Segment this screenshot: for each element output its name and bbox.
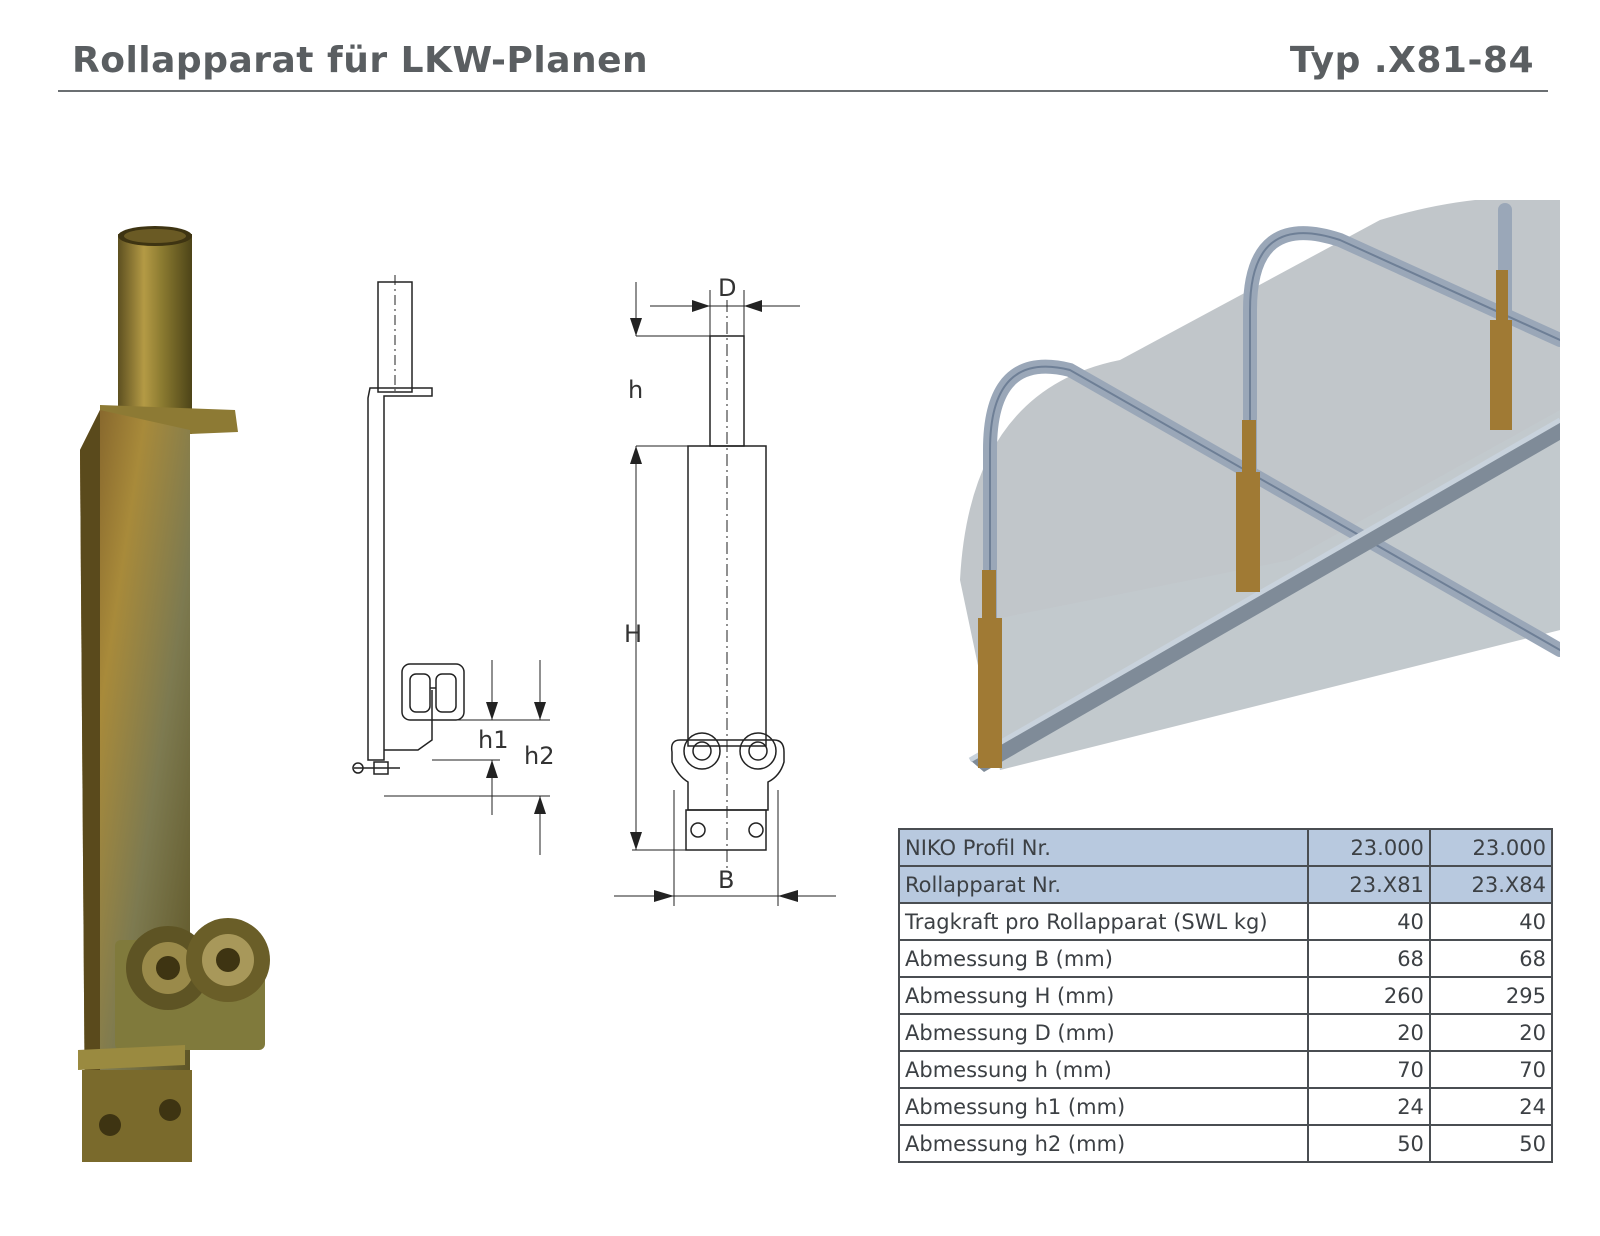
row-label: NIKO Profil Nr. [898,828,1309,867]
row-label: Abmessung h (mm) [898,1050,1309,1089]
dim-label-B: B [718,866,734,894]
row-label: Abmessung h2 (mm) [898,1124,1309,1163]
row-value: 24 [1428,1087,1554,1126]
row-value: 23.X84 [1428,865,1554,904]
dim-label-h1: h1 [478,726,508,754]
row-value: 68 [1306,939,1431,978]
row-value: 40 [1428,902,1554,941]
type-code: Typ .X81-84 [1289,40,1534,81]
row-value: 70 [1306,1050,1431,1089]
row-value: 260 [1306,976,1431,1015]
page-header: Rollapparat für LKW-Planen Typ .X81-84 [58,28,1548,92]
row-label: Abmessung h1 (mm) [898,1087,1309,1126]
row-value: 23.000 [1428,828,1554,867]
row-label: Abmessung B (mm) [898,939,1309,978]
row-value: 295 [1428,976,1554,1015]
dim-label-h2: h2 [524,742,554,770]
application-render [960,200,1560,772]
row-label: Abmessung H (mm) [898,976,1309,1015]
row-label: Abmessung D (mm) [898,1013,1309,1052]
row-value: 50 [1306,1124,1431,1163]
dim-label-D: D [718,274,736,302]
row-label: Tragkraft pro Rollapparat (SWL kg) [898,902,1309,941]
row-value: 40 [1306,902,1431,941]
row-value: 24 [1306,1087,1431,1126]
row-value: 23.X81 [1306,865,1431,904]
page-title: Rollapparat für LKW-Planen [72,40,649,81]
row-value: 20 [1428,1013,1554,1052]
product-photo [78,226,270,1162]
front-view-drawing: D h H B [614,274,836,906]
row-value: 70 [1428,1050,1554,1089]
row-value: 23.000 [1306,828,1431,867]
dim-label-h: h [628,376,643,404]
side-view-drawing: h1 h2 [352,275,554,855]
dim-label-H: H [624,620,642,648]
row-value: 50 [1428,1124,1554,1163]
row-label: Rollapparat Nr. [898,865,1309,904]
row-value: 20 [1306,1013,1431,1052]
row-value: 68 [1428,939,1554,978]
